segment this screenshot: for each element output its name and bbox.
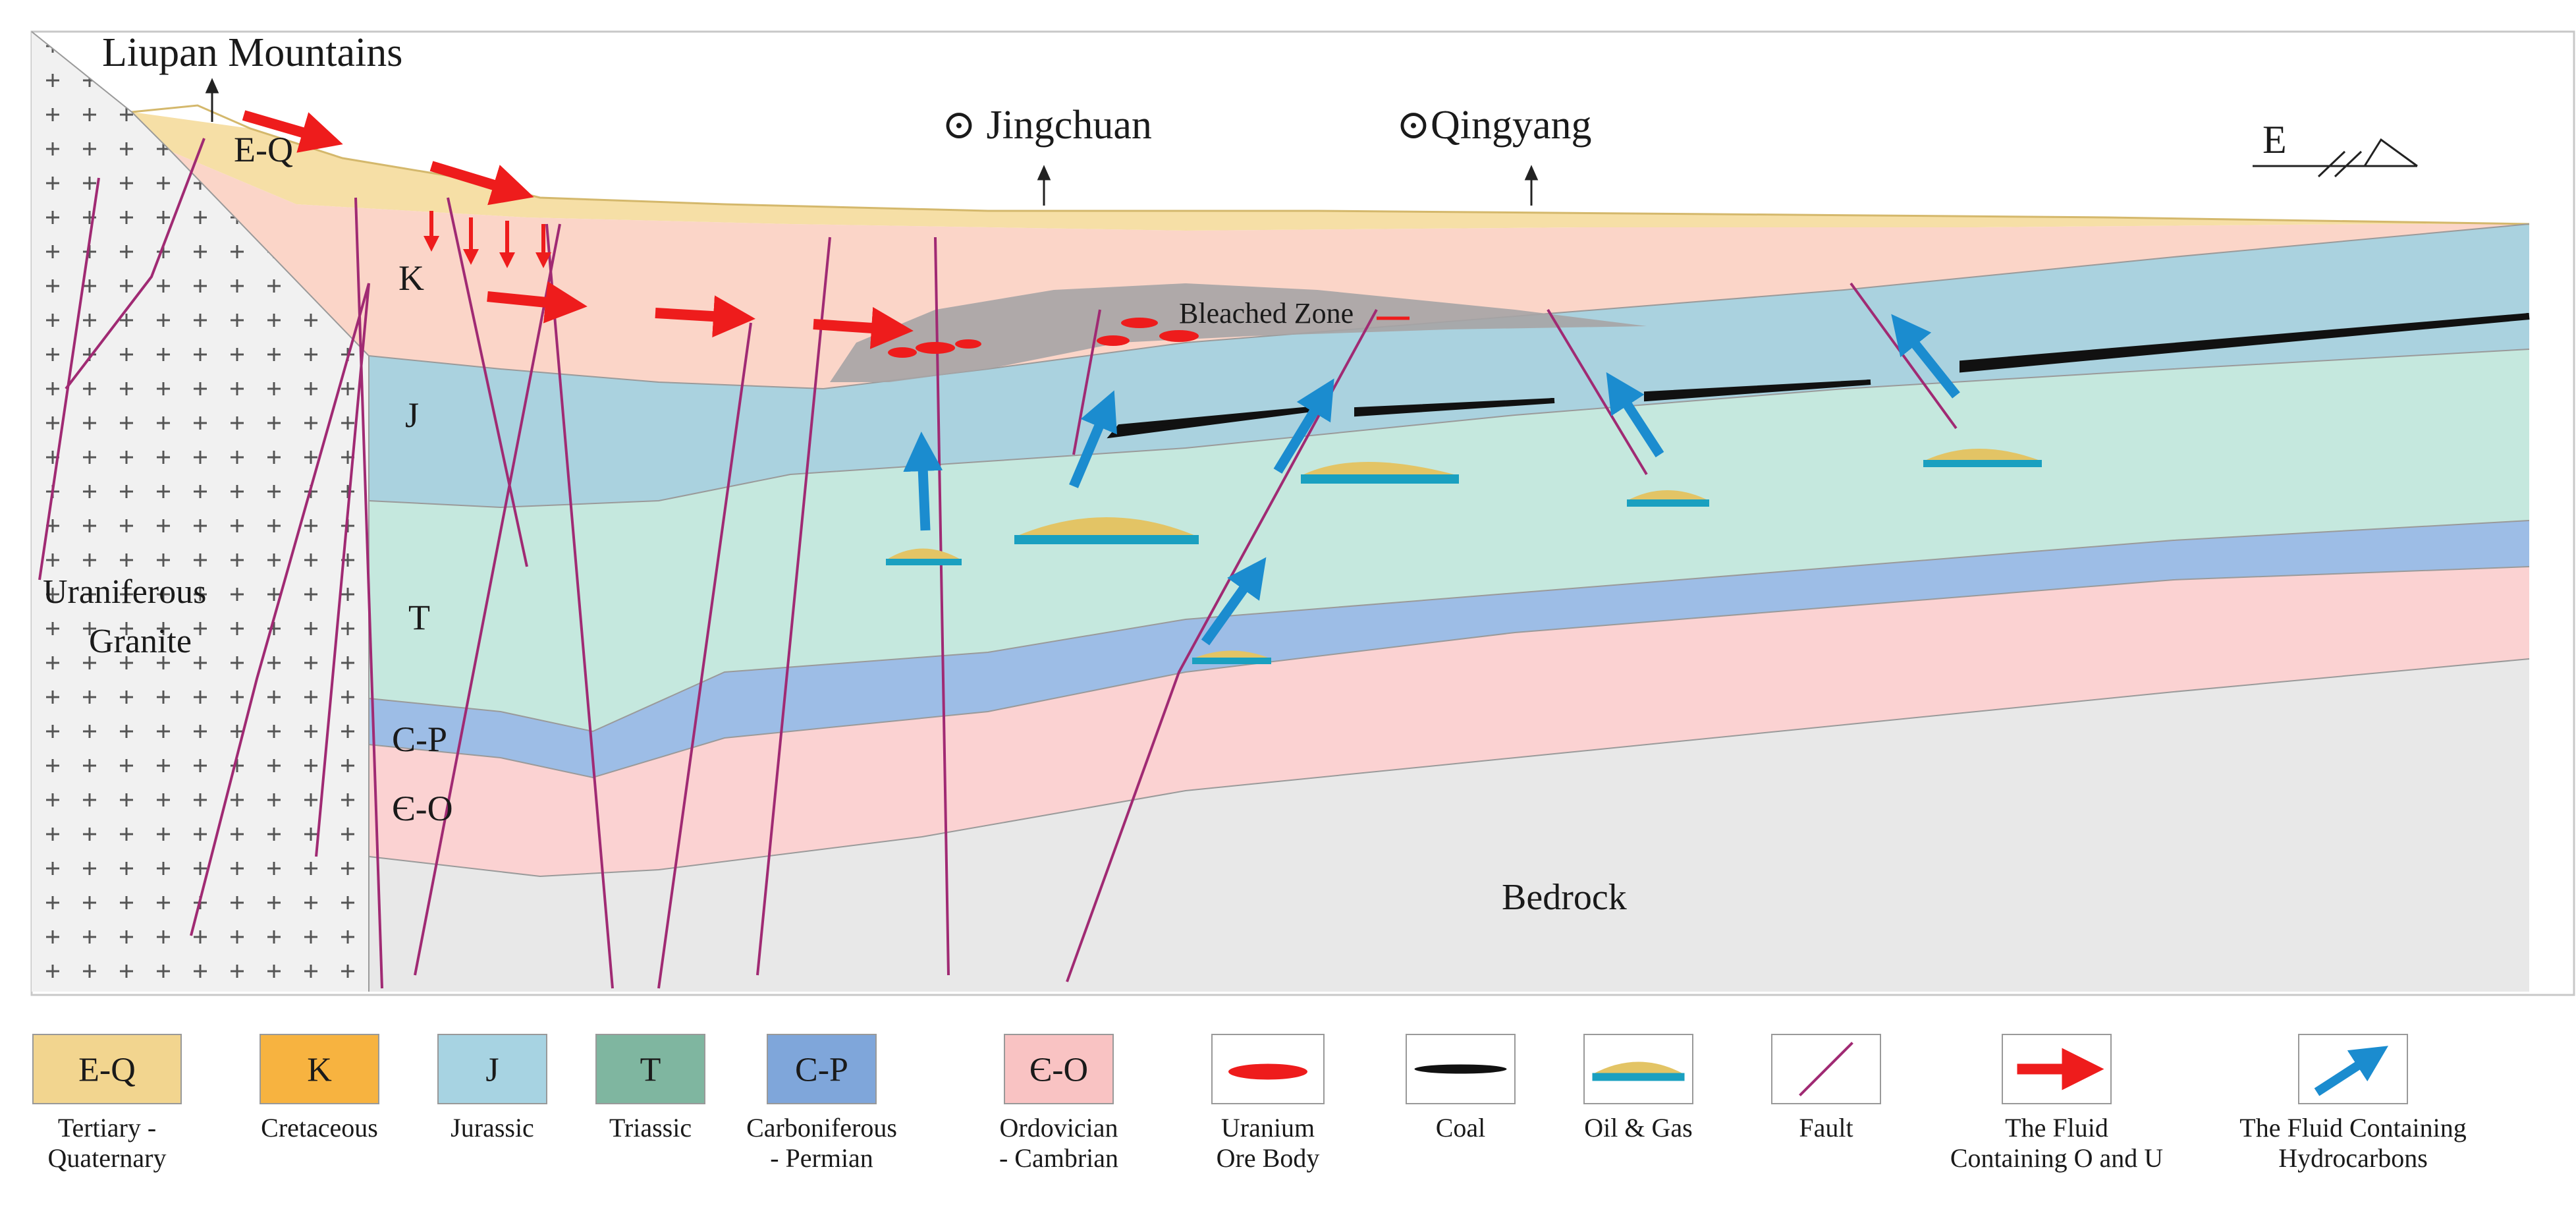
legend-label-10-1: Containing O and U bbox=[1950, 1143, 2163, 1173]
legend-label-3-0: Triassic bbox=[609, 1113, 692, 1143]
place-qingyang: ⊙Qingyang bbox=[1396, 103, 1591, 148]
label-granite-1: Uraniferous bbox=[43, 573, 206, 611]
legend-swatch-8 bbox=[1583, 1034, 1693, 1104]
legend-key-0: E-Q bbox=[78, 1052, 136, 1089]
legend-label-2-0: Jurassic bbox=[451, 1113, 534, 1143]
legend-swatch-9 bbox=[1771, 1034, 1881, 1104]
label-granite-2: Granite bbox=[89, 623, 192, 660]
legend-key-5: Є-O bbox=[1029, 1052, 1088, 1089]
legend-label-6-1: Ore Body bbox=[1217, 1143, 1320, 1173]
oil-gas-icon bbox=[1592, 1061, 1685, 1081]
place-jingchuan: ⊙ Jingchuan bbox=[942, 103, 1152, 148]
legend-label-7-0: Coal bbox=[1436, 1113, 1486, 1143]
legend-label-1-0: Cretaceous bbox=[261, 1113, 378, 1143]
legend-label-8-0: Oil & Gas bbox=[1584, 1113, 1692, 1143]
k-layer bbox=[171, 152, 2529, 389]
label-eq: E-Q bbox=[234, 130, 293, 169]
label-t: T bbox=[408, 598, 430, 637]
legend-swatch-4 bbox=[767, 1034, 877, 1104]
place-liupan: Liupan Mountains bbox=[102, 30, 402, 75]
red-down-arrows bbox=[424, 211, 551, 268]
cp-layer bbox=[369, 521, 2529, 777]
faults bbox=[38, 138, 1958, 989]
legend-key-2: J bbox=[485, 1052, 499, 1089]
blue-arrows bbox=[903, 314, 1960, 646]
legend-key-4: C-P bbox=[795, 1052, 848, 1089]
compass-direction: E bbox=[2262, 118, 2287, 161]
legend-key-3: T bbox=[640, 1052, 661, 1089]
uranium-ore-icon bbox=[1228, 1063, 1307, 1080]
legend-swatch-5 bbox=[1004, 1034, 1114, 1104]
legend-swatch-2 bbox=[437, 1034, 547, 1104]
legend-swatch-3 bbox=[595, 1034, 705, 1104]
coal-seams bbox=[1107, 313, 2530, 439]
location-markers bbox=[205, 78, 1539, 206]
legend-label-11-1: Hydrocarbons bbox=[2278, 1143, 2428, 1173]
eq-top-surface bbox=[131, 104, 2530, 225]
t-layer bbox=[369, 349, 2529, 731]
legend: E-Q Tertiary -Quaternary K Cretaceous J Juras… bbox=[32, 1034, 2467, 1173]
legend-label-0-1: Quaternary bbox=[48, 1143, 167, 1173]
label-bedrock: Bedrock bbox=[1502, 877, 1627, 918]
blue-arrow-icon bbox=[2314, 1046, 2389, 1096]
legend-swatch-0 bbox=[32, 1034, 182, 1104]
legend-label-4-0: Carboniferous bbox=[746, 1113, 897, 1143]
fault-icon bbox=[1799, 1042, 1853, 1096]
legend-label-10-0: The Fluid bbox=[2005, 1113, 2108, 1143]
legend-swatch-1 bbox=[260, 1034, 379, 1104]
oil-gas-traps bbox=[886, 449, 2042, 664]
legend-label-9-0: Fault bbox=[1799, 1113, 1853, 1143]
label-bleached-zone: Bleached Zone bbox=[1179, 297, 1354, 329]
label-eo: Є-O bbox=[392, 789, 453, 828]
coal-icon bbox=[1414, 1064, 1507, 1074]
eo-layer bbox=[369, 567, 2529, 876]
granite-pattern bbox=[32, 32, 369, 992]
bedrock-layer bbox=[369, 659, 2529, 992]
legend-label-0-0: Tertiary - bbox=[58, 1113, 156, 1143]
label-k: K bbox=[398, 258, 424, 298]
legend-label-6-0: Uranium bbox=[1221, 1113, 1315, 1143]
label-cp: C-P bbox=[392, 720, 447, 759]
legend-label-11-0: The Fluid Containing bbox=[2239, 1113, 2466, 1143]
legend-label-5-0: Ordovician bbox=[1000, 1113, 1118, 1143]
bleached-zone bbox=[830, 283, 1647, 382]
compass-symbol bbox=[2253, 138, 2418, 178]
legend-key-1: K bbox=[307, 1052, 332, 1089]
legend-label-4-1: - Permian bbox=[770, 1143, 873, 1173]
label-j: J bbox=[405, 395, 419, 435]
red-arrows bbox=[242, 110, 914, 349]
uranium-ore-bodies bbox=[888, 318, 1199, 358]
legend-label-5-1: - Cambrian bbox=[999, 1143, 1118, 1173]
